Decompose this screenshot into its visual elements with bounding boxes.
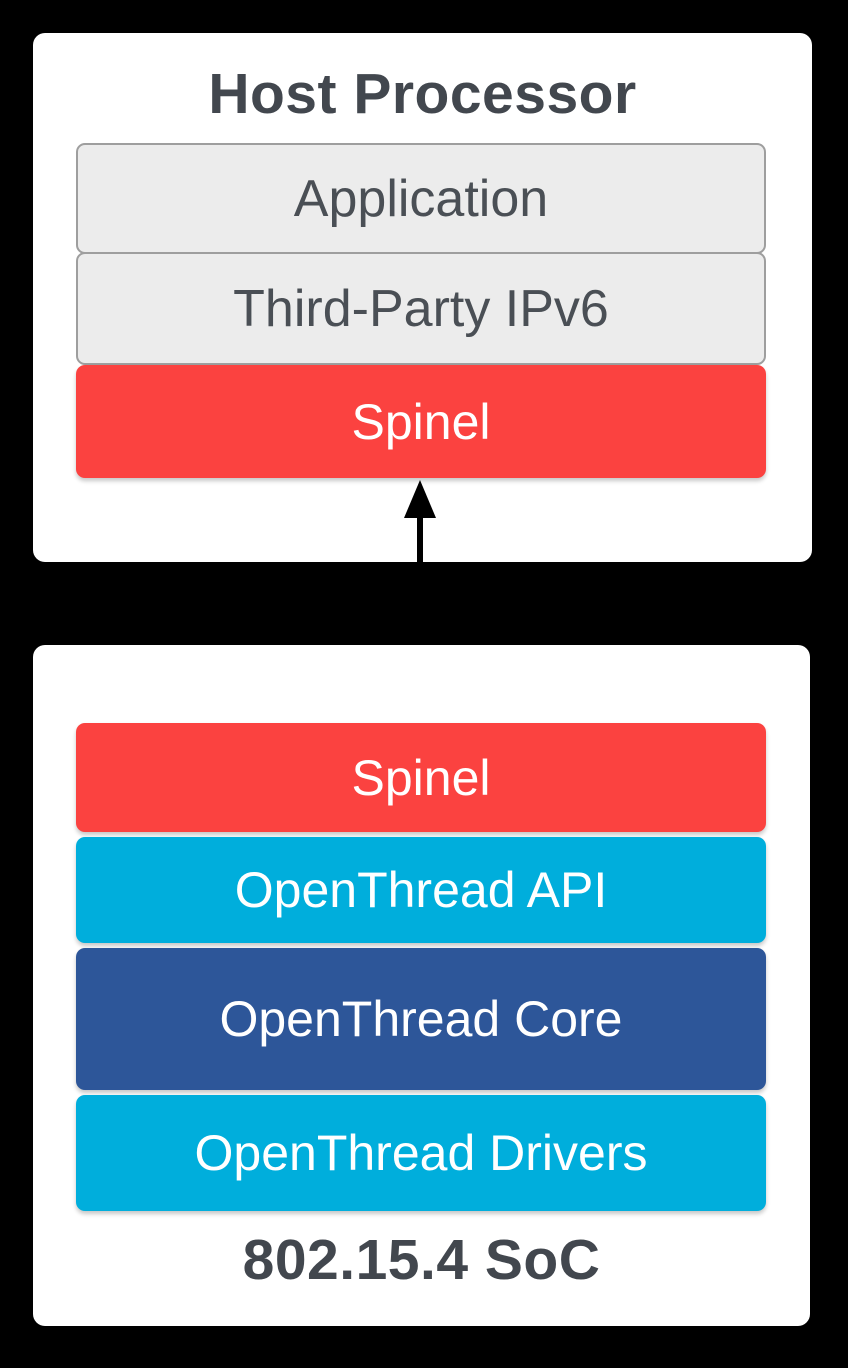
layer-openthread-api: OpenThread API	[76, 837, 766, 943]
host-processor-card: Host Processor Application Third-Party I…	[33, 33, 812, 562]
host-processor-title: Host Processor	[208, 62, 637, 126]
layer-third-party-ipv6: Third-Party IPv6	[76, 252, 766, 365]
layer-application: Application	[76, 143, 766, 254]
soc-card: Spinel OpenThread API OpenThread Core Op…	[33, 645, 810, 1326]
layer-spinel-host: Spinel	[76, 365, 766, 478]
soc-title: 802.15.4 SoC	[242, 1228, 601, 1292]
layer-openthread-drivers: OpenThread Drivers	[76, 1095, 766, 1211]
layer-openthread-core: OpenThread Core	[76, 948, 766, 1090]
layer-spinel-soc: Spinel	[76, 723, 766, 832]
